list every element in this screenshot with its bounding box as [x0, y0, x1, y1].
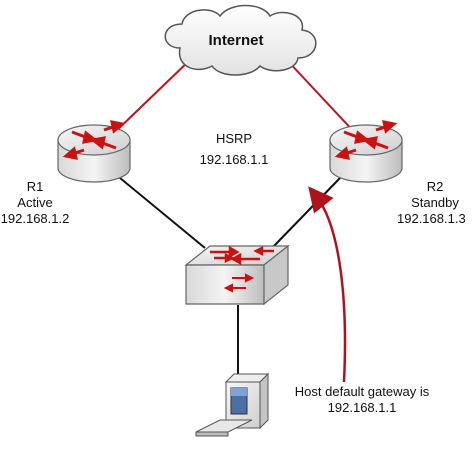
r2-name: R2 — [426, 179, 444, 194]
switch-icon — [184, 244, 290, 306]
hsrp-title: HSRP — [215, 131, 253, 146]
r1-name: R1 — [26, 179, 44, 194]
link-r1-internet — [111, 57, 193, 136]
host-computer-icon — [195, 372, 270, 437]
link-r2-internet — [284, 57, 358, 136]
r1-role: Active — [17, 195, 53, 210]
r2-role: Standby — [411, 195, 459, 210]
hsrp-virtual-ip: 192.168.1.1 — [199, 152, 269, 167]
router-r1-icon — [57, 120, 131, 183]
host-note-line1: Host default gateway is — [294, 384, 430, 399]
r1-ip: 192.168.1.2 — [0, 211, 70, 226]
link-r1-switch — [119, 177, 206, 249]
gateway-arrow — [308, 186, 347, 383]
r2-ip: 192.168.1.3 — [397, 211, 466, 226]
host-note-line2: 192.168.1.1 — [327, 400, 397, 415]
internet-label: Internet — [208, 32, 264, 49]
internet-cloud-icon — [164, 4, 317, 76]
link-r2-switch — [271, 177, 341, 249]
router-r2-icon — [329, 120, 403, 183]
